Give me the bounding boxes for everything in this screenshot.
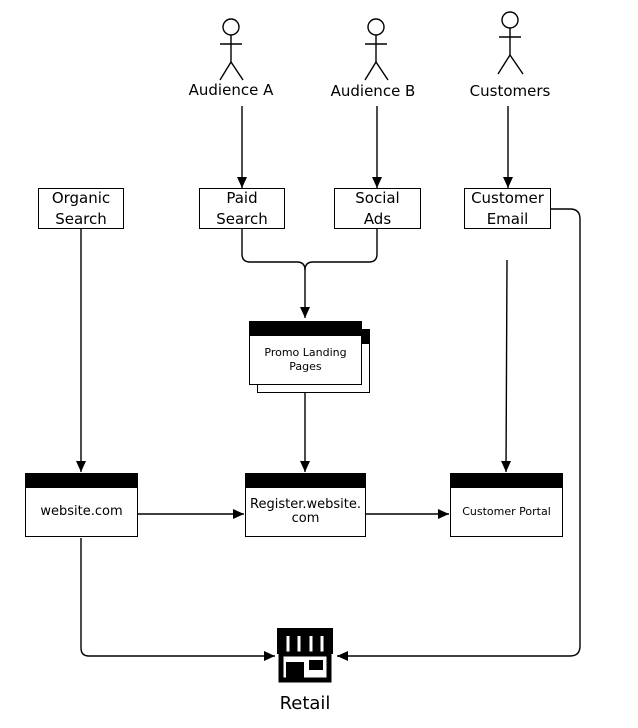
retail-label: Retail — [279, 693, 331, 714]
edge-email-retail — [337, 208, 581, 661]
actor-customers-icon — [497, 11, 524, 75]
register-label: Register.website. com — [250, 497, 361, 526]
edge-paid-search-promo — [241, 229, 310, 318]
paid-search-box: Paid Search — [199, 188, 285, 229]
website-label: website.com — [40, 504, 123, 519]
customer-portal-label: Customer Portal — [462, 505, 551, 518]
promo-landing-pages-node: Promo Landing Pages — [249, 321, 362, 385]
social-ads-box: Social Ads — [334, 188, 421, 229]
storefront-icon — [277, 628, 333, 683]
organic-search-box: Organic Search — [38, 188, 124, 229]
customer-email-box: Customer Email — [464, 188, 551, 229]
actor-label-audience-b: Audience B — [330, 82, 416, 100]
actor-audience-a-icon — [219, 18, 244, 81]
website-page-node: website.com — [25, 473, 138, 537]
promo-landing-pages-label: Promo Landing Pages — [264, 346, 347, 373]
actor-audience-b-icon — [364, 18, 389, 81]
edge-email-portal — [501, 259, 512, 473]
actor-label-customers: Customers — [469, 82, 551, 100]
register-page-node: Register.website. com — [245, 473, 366, 537]
actor-label-audience-a: Audience A — [188, 81, 274, 99]
edge-website-retail — [80, 538, 275, 661]
customer-portal-node: Customer Portal — [450, 473, 563, 537]
edge-social-ads-promo — [304, 229, 378, 271]
